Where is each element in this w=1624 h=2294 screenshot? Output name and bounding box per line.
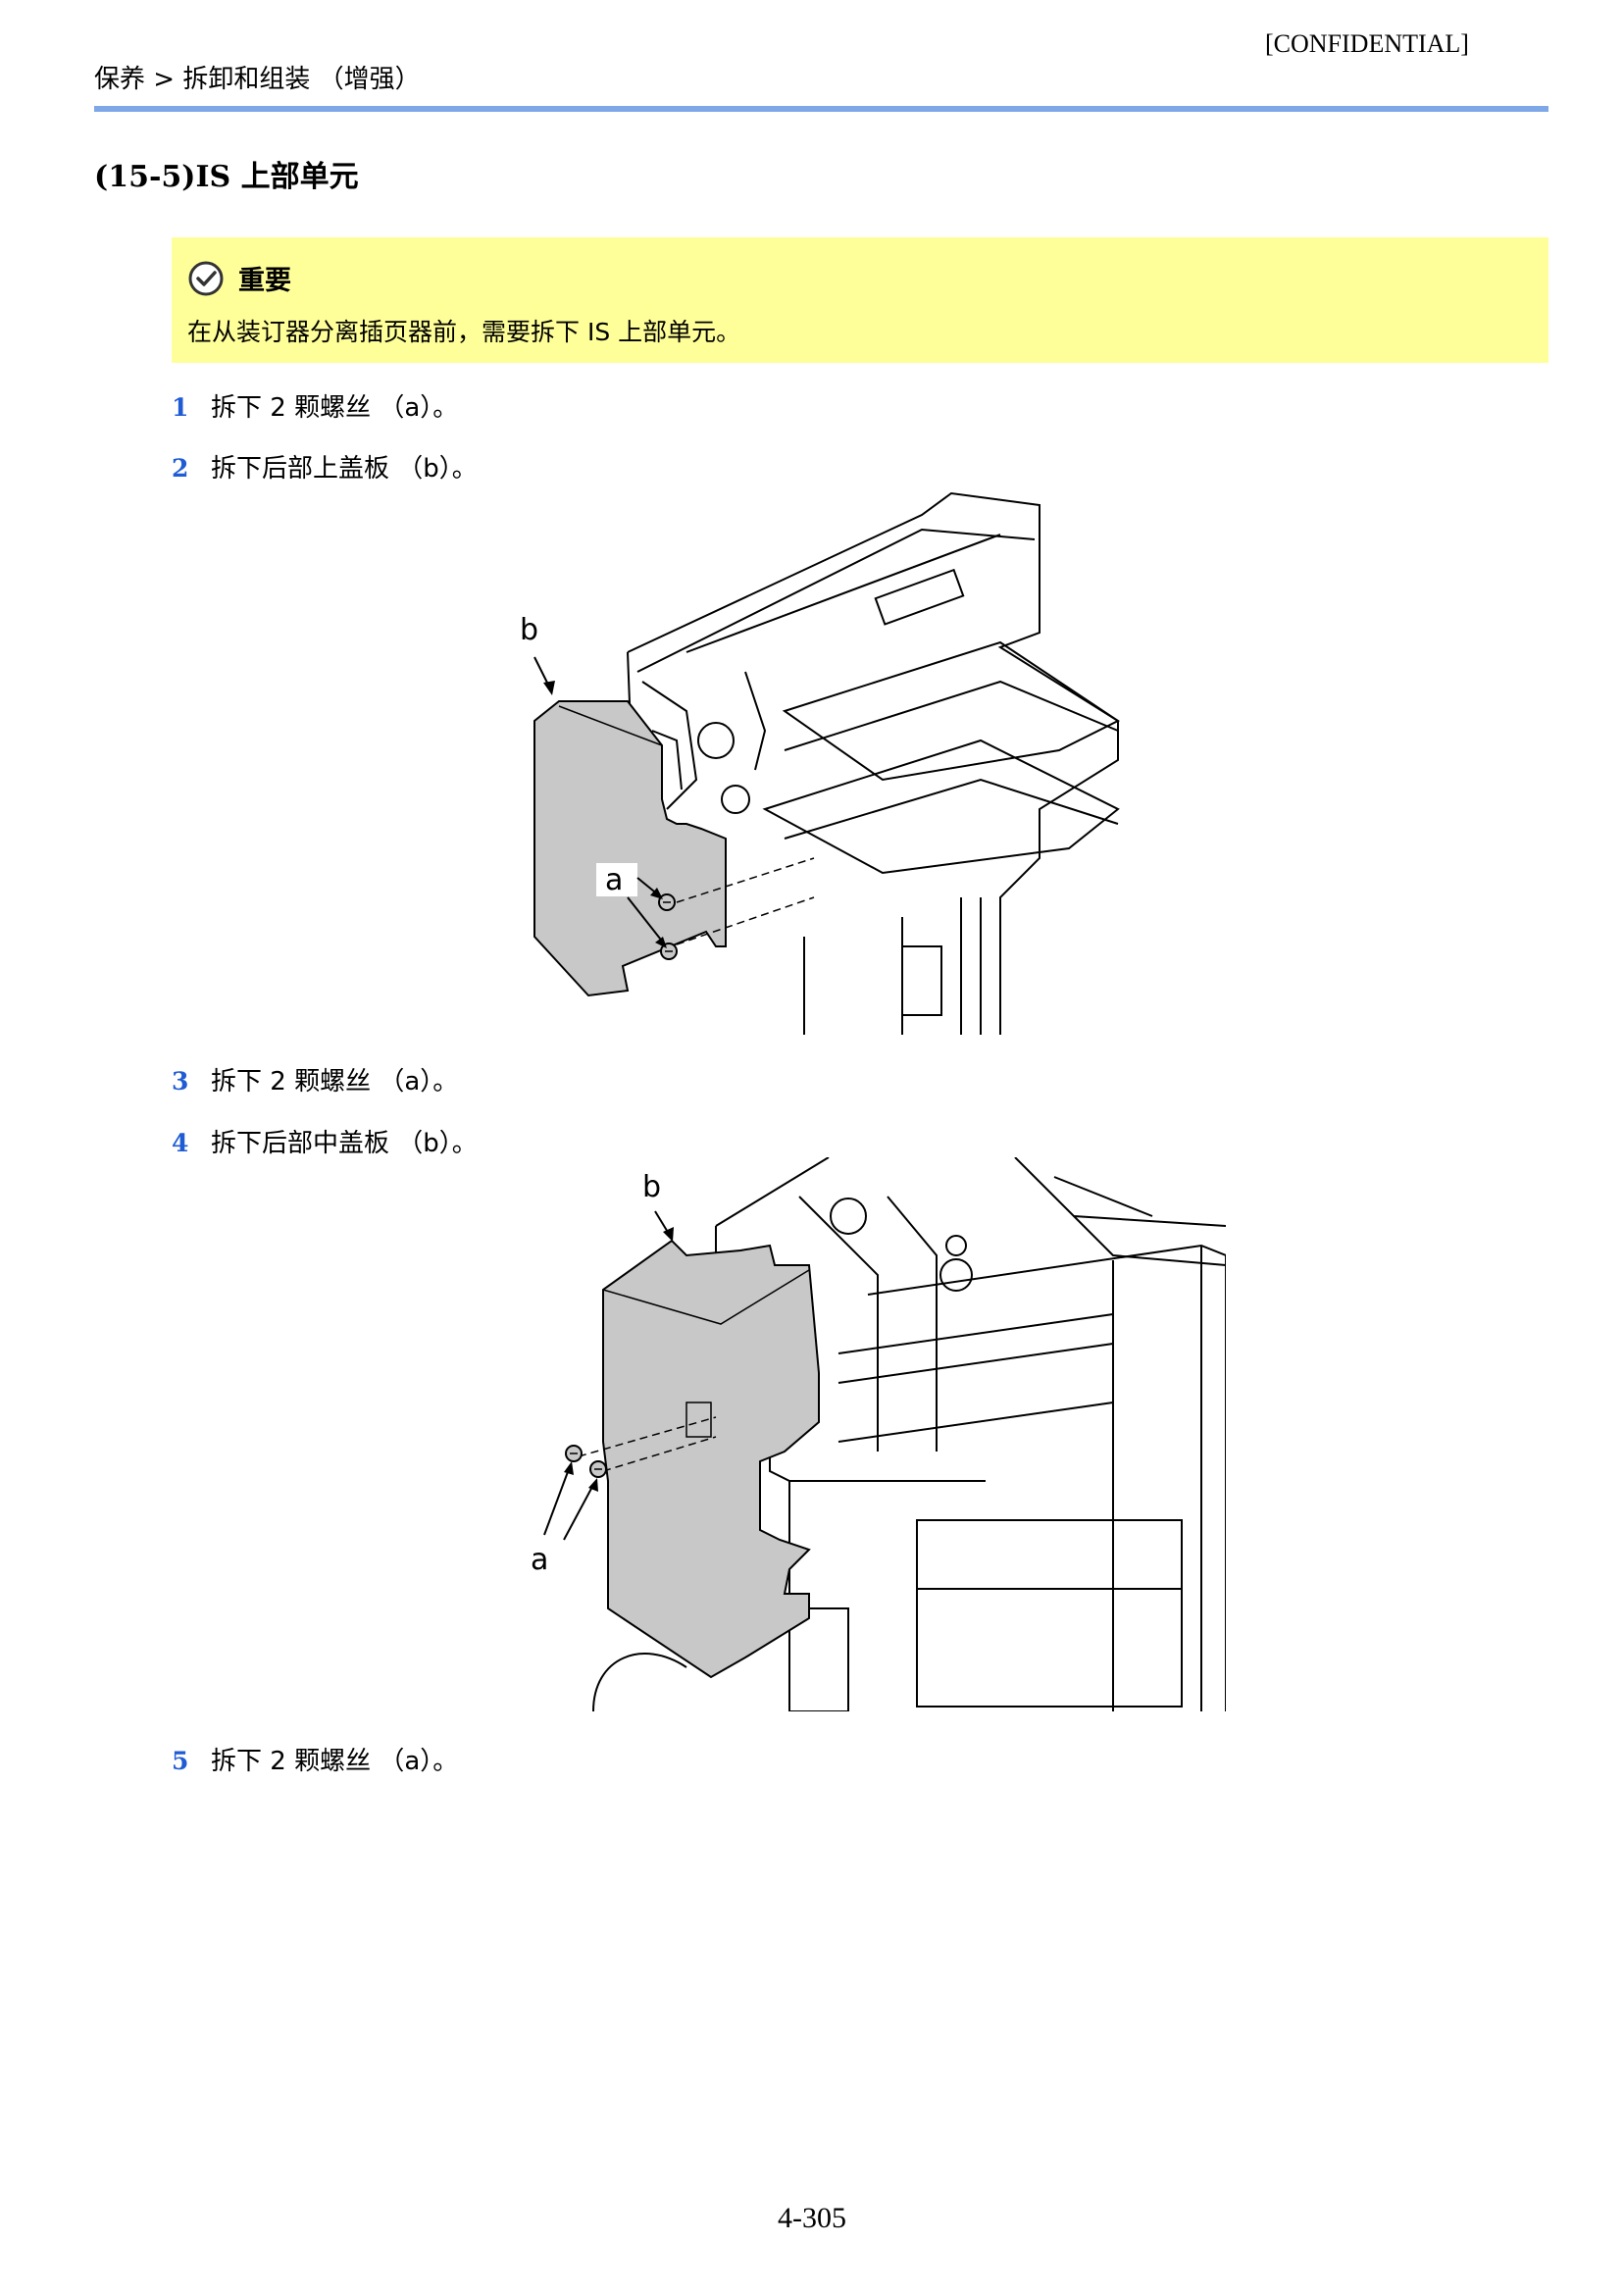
step-number: 2: [172, 454, 189, 483]
section-title: (15-5)IS 上部单元: [94, 160, 359, 194]
callout-label-a: a: [531, 1543, 548, 1577]
step-2: 2 拆下后部上盖板 （b）。: [172, 448, 478, 484]
step-number: 4: [172, 1129, 189, 1157]
cover-b-shape: [602, 1239, 820, 1679]
step-4: 4 拆下后部中盖板 （b）。: [172, 1123, 478, 1159]
step-5: 5 拆下 2 颗螺丝 （a）。: [172, 1741, 458, 1777]
important-notice: 重要 在从装订器分离插页器前，需要拆下 IS 上部单元。: [172, 237, 1548, 363]
screw-a-upper: [658, 893, 676, 911]
figure-rear-middle-cover: b a: [531, 1157, 1226, 1711]
step-text: 拆下 2 颗螺丝 （a）。: [211, 1747, 459, 1776]
step-number: 3: [172, 1067, 189, 1096]
figure-rear-upper-cover: b a: [520, 491, 1120, 1035]
callout-label-b: b: [642, 1170, 661, 1204]
step-number: 1: [172, 393, 189, 422]
cover-b-shape: [533, 700, 727, 997]
step-text: 拆下后部中盖板 （b）。: [211, 1129, 478, 1158]
screw-a-upper: [565, 1445, 583, 1462]
step-1: 1 拆下 2 颗螺丝 （a）。: [172, 387, 458, 424]
callout-label-a-bg: [596, 863, 637, 896]
page-number: 4-305: [778, 2202, 846, 2234]
notice-header: 重要: [187, 259, 291, 297]
step-text: 拆下 2 颗螺丝 （a）。: [211, 393, 459, 423]
header-rule: [94, 106, 1548, 112]
notice-body: 在从装订器分离插页器前，需要拆下 IS 上部单元。: [187, 318, 741, 346]
step-text: 拆下 2 颗螺丝 （a）。: [211, 1067, 459, 1096]
step-3: 3 拆下 2 颗螺丝 （a）。: [172, 1061, 458, 1097]
callout-label-a: a: [605, 863, 623, 897]
check-circle-icon: [188, 261, 224, 295]
breadcrumb: 保养 > 拆卸和组装 （增强）: [94, 65, 421, 94]
step-text: 拆下后部上盖板 （b）。: [211, 454, 478, 484]
notice-title: 重要: [238, 266, 291, 296]
callout-label-b: b: [520, 613, 538, 647]
screw-a-lower: [589, 1460, 607, 1478]
confidential-label: [CONFIDENTIAL]: [1265, 29, 1469, 58]
step-number: 5: [172, 1747, 189, 1775]
